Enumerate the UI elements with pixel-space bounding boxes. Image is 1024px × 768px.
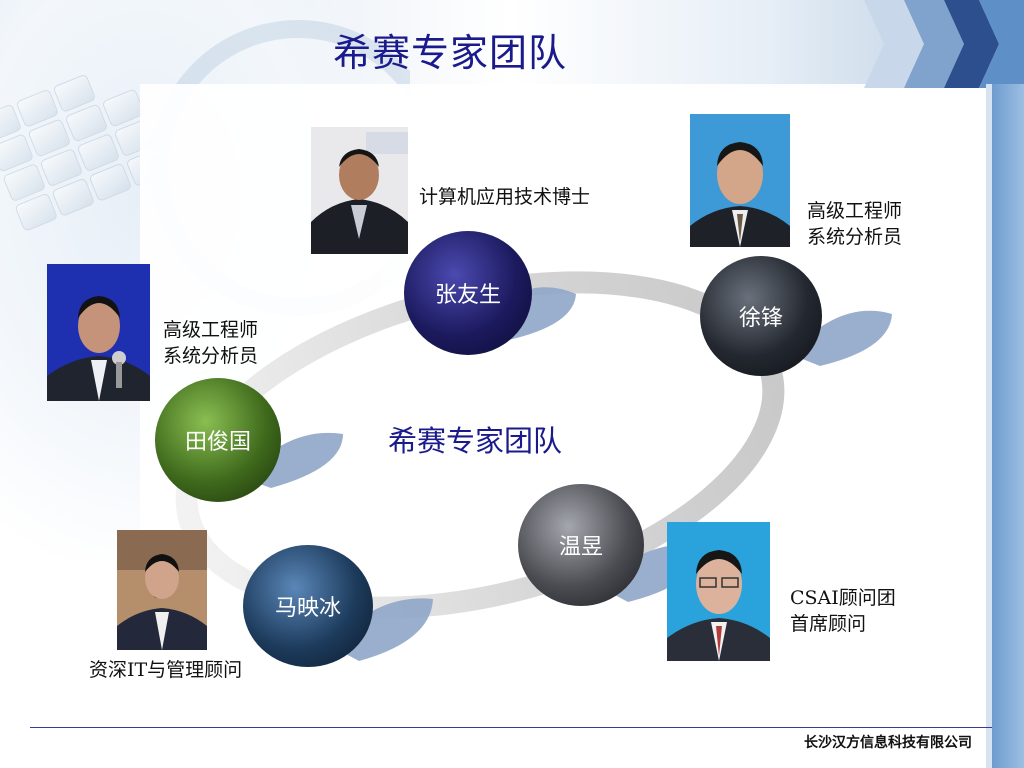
tian-junguo-ball: 田俊国 — [155, 378, 281, 502]
footer-company: 长沙汉方信息科技有限公司 — [804, 735, 972, 751]
right-bar-highlight — [986, 84, 992, 768]
wen-yu-photo — [667, 522, 770, 661]
tian-junguo-photo — [47, 264, 150, 401]
chevron-decoration — [864, 0, 1024, 88]
xu-feng-photo — [690, 114, 790, 247]
page-title: 希赛专家团队 — [333, 31, 568, 75]
wen-yu-desc: CSAI顾问团 首席顾问 — [790, 587, 896, 635]
tian-junguo-desc: 高级工程师 系统分析员 — [163, 319, 259, 367]
wen-yu-ball: 温昱 — [518, 484, 644, 606]
zhang-youshe-desc: 计算机应用技术博士 — [419, 186, 591, 208]
xu-feng-name: 徐锋 — [738, 306, 783, 331]
ma-yingbing-desc: 资深IT与管理顾问 — [89, 659, 243, 681]
ma-yingbing-name: 马映冰 — [274, 596, 341, 621]
tian-junguo-name: 田俊国 — [184, 430, 251, 455]
xu-feng-ball: 徐锋 — [700, 256, 822, 376]
zhang-youshe-photo — [311, 127, 408, 254]
footer-divider — [30, 727, 992, 728]
zhang-youshe-ball: 张友生 — [404, 231, 532, 355]
ma-yingbing-ball: 马映冰 — [243, 545, 373, 667]
right-accent-bar — [992, 84, 1024, 768]
zhang-youshe-name: 张友生 — [434, 283, 501, 308]
xu-feng-desc: 高级工程师 系统分析员 — [807, 200, 903, 248]
center-title: 希赛专家团队 — [388, 424, 563, 458]
ma-yingbing-photo — [117, 530, 207, 650]
wen-yu-name: 温昱 — [558, 535, 603, 560]
